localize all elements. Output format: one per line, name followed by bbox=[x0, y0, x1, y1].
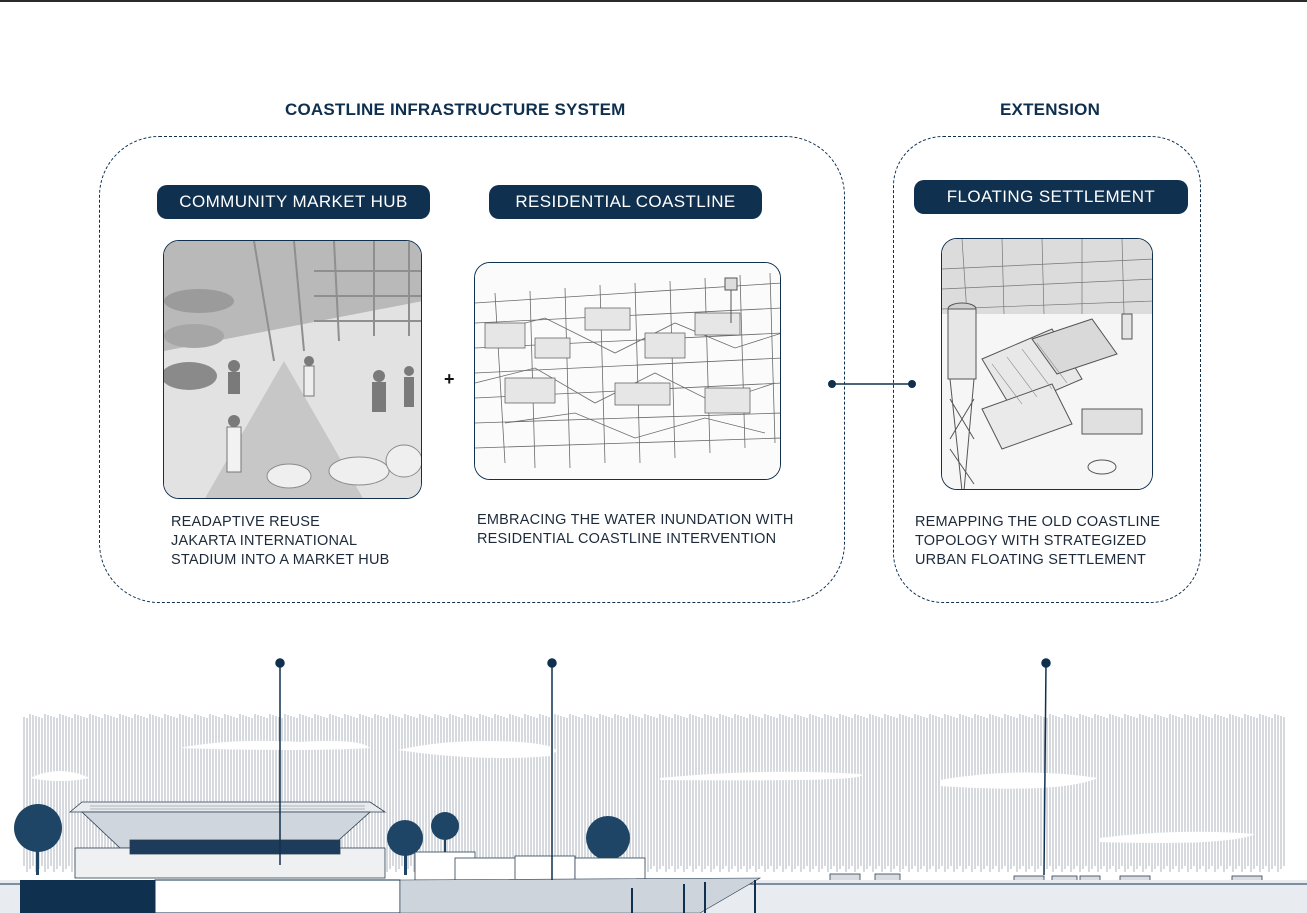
extension-group bbox=[893, 136, 1201, 603]
floating-description-line: REMAPPING THE OLD COASTLINE bbox=[915, 514, 1161, 530]
pointer-lines bbox=[275, 658, 1051, 880]
floating-settlement-sketch-image bbox=[941, 238, 1153, 490]
top-rule bbox=[0, 0, 1307, 2]
coastline-system-title: COASTLINE INFRASTRUCTURE SYSTEM bbox=[285, 100, 626, 119]
stadium-base bbox=[20, 880, 155, 913]
floating-settlement-label: FLOATING SETTLEMENT bbox=[914, 180, 1188, 214]
extension-title: EXTENSION bbox=[1000, 100, 1101, 119]
residential-description-line: RESIDENTIAL COASTLINE INTERVENTION bbox=[477, 531, 777, 547]
clouds bbox=[30, 740, 1255, 843]
floating-description-line: TOPOLOGY WITH STRATEGIZED bbox=[915, 533, 1147, 549]
community-market-hub-label: COMMUNITY MARKET HUB bbox=[157, 185, 430, 219]
market-description-line: JAKARTA INTERNATIONAL bbox=[171, 533, 358, 549]
trees bbox=[14, 804, 630, 875]
residential-description-line: EMBRACING THE WATER INUNDATION WITH bbox=[477, 512, 794, 528]
market-description: READAPTIVE REUSE JAKARTA INTERNATIONAL S… bbox=[171, 513, 390, 570]
floating-description-line: URBAN FLOATING SETTLEMENT bbox=[915, 552, 1147, 568]
market-description-line: READAPTIVE REUSE bbox=[171, 514, 321, 530]
residential-buildings bbox=[414, 851, 646, 883]
floating-description: REMAPPING THE OLD COASTLINE TOPOLOGY WIT… bbox=[915, 513, 1160, 570]
residential-description: EMBRACING THE WATER INUNDATION WITH RESI… bbox=[477, 511, 794, 549]
plus-connector: + bbox=[444, 369, 455, 389]
group-connector bbox=[828, 380, 916, 388]
residential-coastline-sketch-image bbox=[474, 262, 781, 480]
stadium bbox=[68, 801, 387, 879]
residential-coastline-label: RESIDENTIAL COASTLINE bbox=[489, 185, 762, 219]
coastline-system-group bbox=[99, 136, 845, 603]
market-description-line: STADIUM INTO A MARKET HUB bbox=[171, 552, 390, 568]
market-sketch-image bbox=[163, 240, 422, 499]
